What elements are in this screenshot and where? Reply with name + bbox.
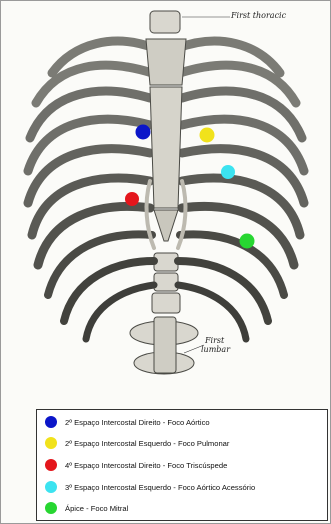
first-lumbar-label-line2: lumbar (201, 345, 230, 354)
legend-item-pulmonary: 2º Espaço Intercostal Esquerdo - Foco Pu… (45, 436, 229, 450)
cyan-dot-icon (45, 481, 57, 493)
legend-item-mitral: Ápice - Foco Mitral (45, 501, 128, 515)
rib-cage-drawing (4, 3, 327, 403)
mitral-focus-marker (240, 234, 255, 249)
legend-label: 3º Espaço Intercostal Esquerdo - Foco Aó… (65, 483, 255, 492)
legend-label: 2º Espaço Intercostal Esquerdo - Foco Pu… (65, 439, 229, 448)
legend-label: Ápice - Foco Mitral (65, 504, 128, 513)
pulmonary-focus-marker (200, 128, 215, 143)
green-dot-icon (45, 502, 57, 514)
first-lumbar-label-line1: First (205, 336, 224, 345)
legend-item-aortic: 2º Espaço Intercostal Direito - Foco Aór… (45, 415, 210, 429)
rib-cage-illustration: First thoracic First lumbar (4, 3, 327, 403)
blue-dot-icon (45, 416, 57, 428)
accessory-aortic-focus-marker (221, 165, 235, 179)
yellow-dot-icon (45, 437, 57, 449)
legend-box: 2º Espaço Intercostal Direito - Foco Aór… (36, 409, 328, 521)
tricuspid-focus-marker (125, 192, 139, 206)
legend-item-tricuspid: 4º Espaço Intercostal Direito - Foco Tri… (45, 458, 227, 472)
aortic-focus-marker (136, 125, 151, 140)
legend-label: 2º Espaço Intercostal Direito - Foco Aór… (65, 418, 210, 427)
first-thoracic-label: First thoracic (231, 11, 286, 20)
red-dot-icon (45, 459, 57, 471)
auscultation-markers (125, 125, 255, 249)
legend-label: 4º Espaço Intercostal Direito - Foco Tri… (65, 461, 227, 470)
legend-item-accessory-aortic: 3º Espaço Intercostal Esquerdo - Foco Aó… (45, 480, 255, 494)
